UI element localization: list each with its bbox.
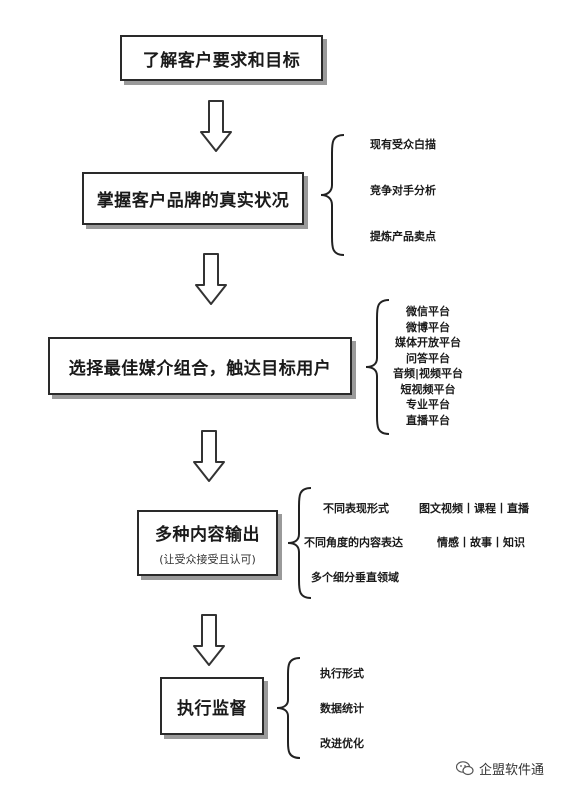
media-item: 问答平台 xyxy=(406,351,450,365)
wechat-icon xyxy=(456,761,474,776)
brand-detail-3: 提炼产品卖点 xyxy=(370,230,436,243)
step-4-subtitle: (让受众接受且认可) xyxy=(159,552,256,566)
media-item: 直播平台 xyxy=(406,413,450,427)
media-list: 微信平台 微博平台 媒体开放平台 问答平台 音频|视频平台 短视频平台 专业平台… xyxy=(390,304,466,428)
step-3-box: 选择最佳媒介组合，触达目标用户 xyxy=(48,337,352,395)
step-3-title: 选择最佳媒介组合，触达目标用户 xyxy=(68,358,332,379)
media-item: 短视频平台 xyxy=(400,382,456,396)
brace-content xyxy=(287,487,312,599)
content-label-3: 多个细分垂直领域 xyxy=(311,571,399,584)
execution-detail-2: 数据统计 xyxy=(320,702,364,715)
step-2-box: 掌握客户品牌的真实状况 xyxy=(82,172,304,225)
step-5-title: 执行监督 xyxy=(177,698,247,719)
step-5-box: 执行监督 xyxy=(160,677,264,735)
step-4-title: 多种内容输出 xyxy=(155,524,260,545)
content-value-2: 情感丨故事丨知识 xyxy=(437,536,525,549)
media-item: 媒体开放平台 xyxy=(395,336,461,349)
watermark: 企盟软件通 xyxy=(456,759,544,778)
step-2-title: 掌握客户品牌的真实状况 xyxy=(96,191,290,211)
down-arrow-3 xyxy=(193,430,225,482)
step-1-box: 了解客户要求和目标 xyxy=(120,35,323,81)
media-item: 专业平台 xyxy=(406,398,450,411)
brand-detail-1: 现有受众白描 xyxy=(370,138,436,151)
media-item: 音频|视频平台 xyxy=(392,367,464,380)
media-item: 微博平台 xyxy=(406,320,450,334)
brand-detail-2: 竞争对手分析 xyxy=(370,184,436,197)
brace-media xyxy=(365,299,390,435)
brace-brand xyxy=(320,134,345,256)
media-item: 微信平台 xyxy=(406,305,450,318)
content-label-2: 不同角度的内容表达 xyxy=(304,536,403,549)
watermark-text: 企盟软件通 xyxy=(479,763,545,778)
execution-detail-1: 执行形式 xyxy=(320,667,364,680)
step-4-box: 多种内容输出 (让受众接受且认可) xyxy=(137,510,278,576)
down-arrow-1 xyxy=(200,100,232,152)
brace-execution xyxy=(276,657,301,759)
content-value-1: 图文视频丨课程丨直播 xyxy=(419,502,529,515)
content-label-1: 不同表现形式 xyxy=(323,502,389,515)
step-1-title: 了解客户要求和目标 xyxy=(142,50,301,71)
down-arrow-2 xyxy=(195,253,227,305)
execution-detail-3: 改进优化 xyxy=(320,737,364,750)
down-arrow-4 xyxy=(193,614,225,666)
